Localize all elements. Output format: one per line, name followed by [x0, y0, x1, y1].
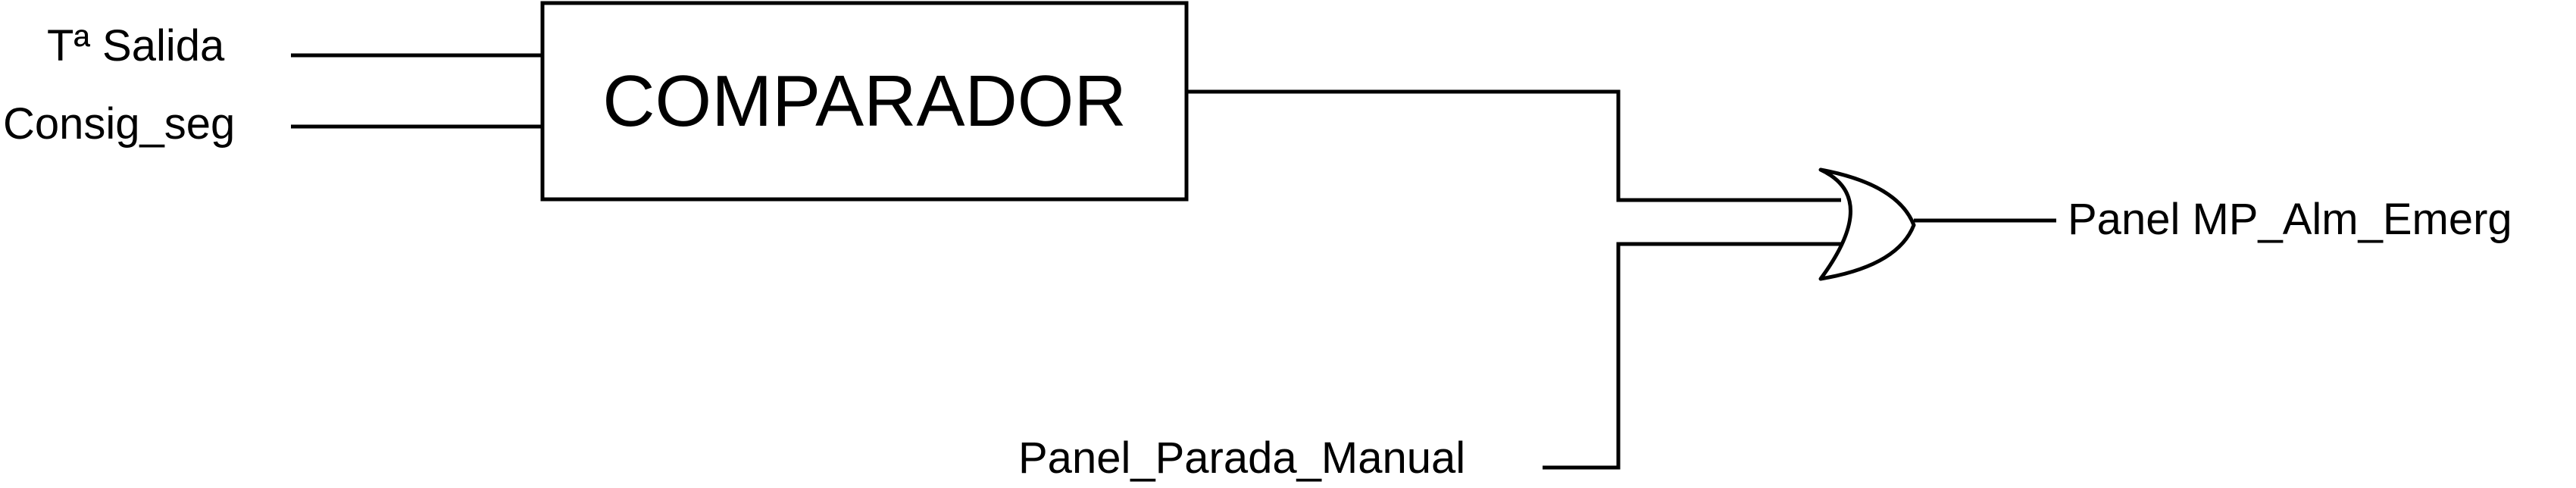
comparator-label: COMPARADOR [602, 61, 1127, 142]
wire-manual-stop [1543, 242, 1841, 470]
wire-comparator-out [1186, 89, 1841, 202]
comparator-block [540, 1, 1189, 202]
or-gate [1818, 167, 1916, 281]
label-output: Panel MP_Alm_Emerg [2068, 195, 2512, 244]
label-manual-stop: Panel_Parada_Manual [1018, 433, 1465, 483]
label-temp-out: Tª Salida [47, 21, 225, 70]
label-consig: Consig_seg [3, 99, 235, 149]
